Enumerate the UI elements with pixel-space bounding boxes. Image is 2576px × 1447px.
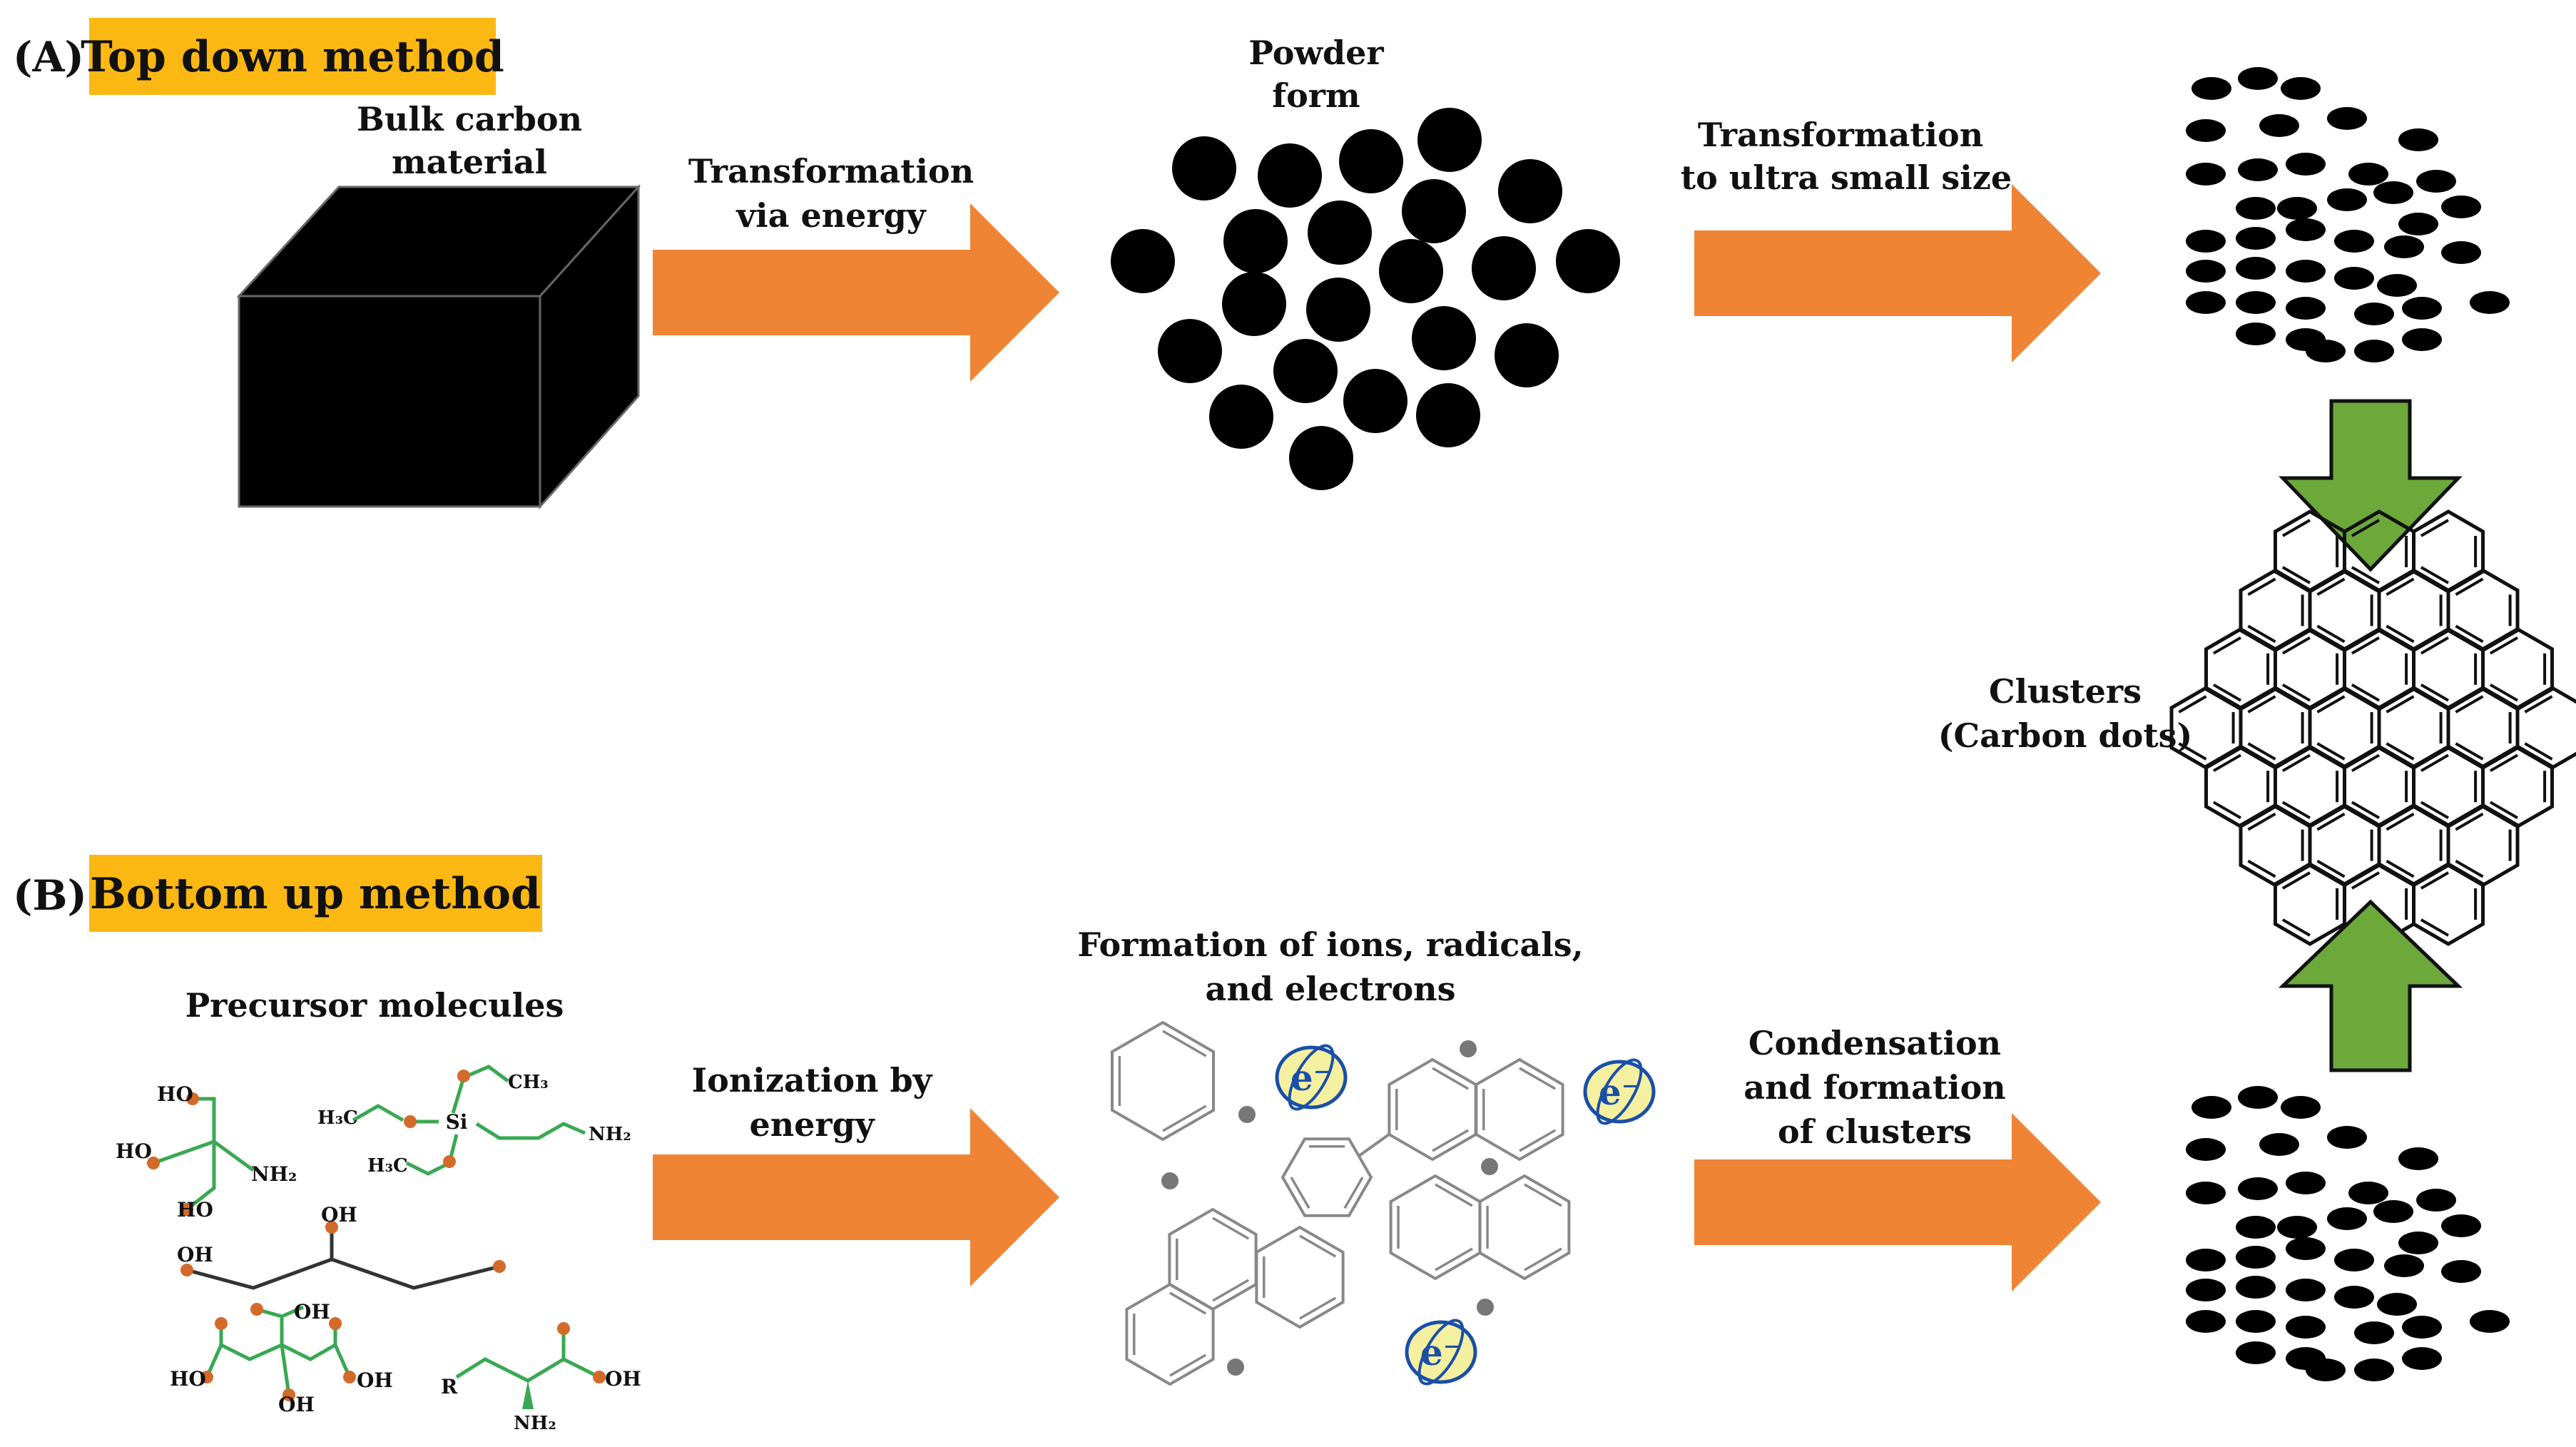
mol-nh2-1: NH₂ [251,1162,297,1186]
panel-a: (A) Top down method Bulk carbon material… [13,18,2510,509]
top-down-title: Top down method [81,32,504,82]
b-arrow2-label-line3: of clusters [1778,1112,1972,1151]
bottom-up-title: Bottom up method [90,869,541,919]
panel-a-label: (A) [13,33,84,81]
electron-3-symbol: e⁻ [1420,1331,1462,1374]
mol-oh-5: OH [278,1393,315,1416]
electron-3: e⁻ [1405,1319,1477,1386]
electron-2: e⁻ [1583,1058,1656,1125]
mol-nh2-2: NH₂ [589,1124,631,1145]
top-down-title-box [89,18,496,95]
cluster-arrow-down [2279,399,2463,572]
a-arrow-1 [653,203,1059,382]
precursor-label: Precursor molecules [185,986,564,1025]
precursor-molecules: HO HO HO NH₂ Si H₃C H₃C CH₃ NH₂ [116,1065,641,1434]
aromatic-fragments [1111,1020,1571,1386]
mol-oh-2: OH [321,1203,357,1227]
powder-label-line1: Powder [1248,34,1384,72]
b-arrow2-label-line1: Condensation [1748,1024,2001,1062]
clusters-label-line1: Clusters [1989,672,2142,711]
bottom-up-title-box [89,855,542,932]
b-arrow-1 [653,1108,1059,1286]
carbon-dot-hex-cluster [2169,509,2576,946]
cluster-arrow-up [2278,899,2463,1072]
a-arrow2-label-line2: to ultra small size [1681,158,2012,197]
molecule-amino-acid: R OH NH₂ [441,1322,641,1434]
molecule-silane: Si H₃C H₃C CH₃ NH₂ [317,1065,631,1177]
b-arrow1-label-line2: energy [749,1105,875,1144]
electron-1: e⁻ [1275,1044,1348,1111]
b-arrow2-label-line2: and formation [1743,1068,2005,1107]
ions-label-line1: Formation of ions, radicals, [1077,925,1583,964]
mol-oh-1: OH [177,1243,213,1266]
mol-ho-1: HO [157,1082,193,1106]
bulk-carbon-cube [236,184,641,509]
bulk-label-line1: Bulk carbon [357,100,582,138]
panel-b: (B) Bottom up method Precursor molecules… [13,855,2510,1434]
bulk-label-line2: material [392,143,547,181]
a-arrow1-label-line2: via energy [735,196,926,235]
a-arrow1-label-line1: Transformation [688,152,974,191]
molecule-citric-acid: HO OH OH OH [170,1300,393,1416]
mol-h3c-2: H₃C [367,1155,408,1177]
a-arrow-2 [1694,184,2101,362]
mol-ho-4: HO [170,1367,206,1391]
mol-ho-3: HO [177,1198,213,1222]
mol-ho-2: HO [116,1139,152,1163]
mol-oh-3: OH [294,1300,330,1324]
a-arrow2-label-line1: Transformation [1698,116,1983,154]
radical-dots [1161,1040,1498,1376]
molecule-glycerol: OH OH [177,1203,506,1290]
clusters-label-line2: (Carbon dots) [1938,716,2192,755]
mol-h3c-1: H₃C [317,1107,358,1129]
ions-label-line2: and electrons [1206,970,1456,1008]
b-arrow1-label-line1: Ionization by [692,1061,933,1100]
molecule-tris: HO HO HO NH₂ [116,1082,297,1222]
ultra-small-particles-bottom [2186,1086,2510,1381]
cluster-section: Clusters (Carbon dots) [1938,399,2576,1072]
electron-2-symbol: e⁻ [1599,1071,1640,1113]
powder-particles [1111,108,1620,490]
mol-r: R [441,1375,458,1398]
mol-si: Si [446,1110,468,1134]
mol-oh-4: OH [357,1369,393,1392]
electron-1-symbol: e⁻ [1290,1057,1332,1099]
mol-ch3: CH₃ [508,1072,549,1093]
powder-label-line2: form [1272,76,1360,115]
panel-b-label: (B) [13,871,87,920]
b-arrow-2 [1694,1113,2101,1291]
mol-oh-6: OH [605,1367,641,1391]
ultra-small-particles-top [2186,67,2510,362]
mol-nh2-3: NH₂ [514,1413,556,1434]
